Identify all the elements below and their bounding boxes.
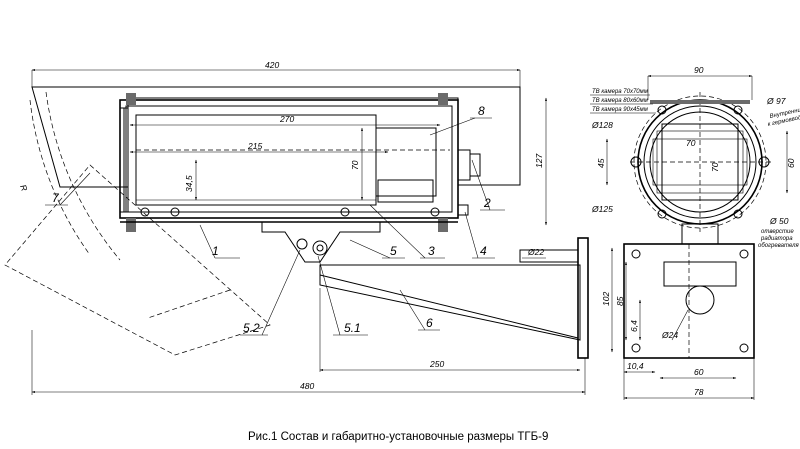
note-hole-3: обогревателя [758,243,800,249]
figure-caption: Рис.1 Состав и габаритно-установочные ра… [248,431,548,443]
dim-d22: Ø22 [527,247,544,257]
side-view: 420 270 215 34,5 70 127 250 480 Ø22 R 1 … [4,60,589,395]
housing-inner [125,105,453,213]
dim-d97: Ø 97 [766,96,786,106]
camera-body [135,114,377,206]
cable-gland [457,149,471,181]
part-label-4: 4 [480,244,487,258]
part-label-2: 2 [483,196,491,210]
part-label-5-1: 5.1 [344,321,361,335]
dim-480: 480 [300,381,314,391]
dim-78: 78 [694,387,704,397]
part-label-5-2: 5.2 [243,321,260,335]
dim-inner-70a: 70 [686,138,696,148]
mount-bracket [261,221,381,263]
bolt-5-2 [296,238,308,250]
dim-270: 270 [279,114,294,124]
dim-90: 90 [694,65,704,75]
part-label-1: 1 [212,244,219,258]
dim-inner-70b: 70 [710,162,720,172]
wall-arm [319,264,581,341]
dim-215: 215 [247,141,262,151]
part-label-5: 5 [390,244,397,258]
dim-d50: Ø 50 [769,216,789,226]
note-camera-70x70: ТВ камера 70х70мм [592,89,648,95]
bolt-5-1 [312,240,328,256]
note-hole-1: отверстие [761,229,794,235]
sun-visor [31,86,521,188]
dim-85: 85 [615,296,625,306]
dim-102: 102 [601,292,611,306]
dim-d128: Ø128 [591,120,613,130]
dim-60: 60 [786,158,796,168]
dim-d24: Ø24 [661,330,678,340]
bracket-view: 102 85 6,4 Ø24 10,4 60 78 [601,247,755,400]
dim-70: 70 [350,160,360,170]
note-camera-80x60: ТВ камера 80х60мм [592,98,648,104]
dim-radius: R [18,183,29,192]
dim-45: 45 [596,158,606,168]
part-label-8: 8 [478,104,485,118]
part-label-7: 7 [52,191,60,205]
dim-420: 420 [265,60,279,70]
front-view: 90 Ø 97 Ø128 Ø125 45 60 70 70 Ø 50 ТВ ка… [590,65,800,359]
dim-6-4: 6,4 [629,320,639,332]
note-camera-90x45: ТВ камера 90х45мм [592,107,648,113]
wall-plate [577,237,589,359]
dim-10-4: 10,4 [627,361,644,371]
part-label-6: 6 [426,316,433,330]
dim-d125: Ø125 [591,204,613,214]
part-label-3: 3 [428,244,435,258]
dim-60b: 60 [694,367,704,377]
dim-127: 127 [534,154,544,168]
note-hole-2: радиатора [760,236,793,242]
dim-34-5: 34,5 [184,175,194,192]
dim-250: 250 [429,359,444,369]
